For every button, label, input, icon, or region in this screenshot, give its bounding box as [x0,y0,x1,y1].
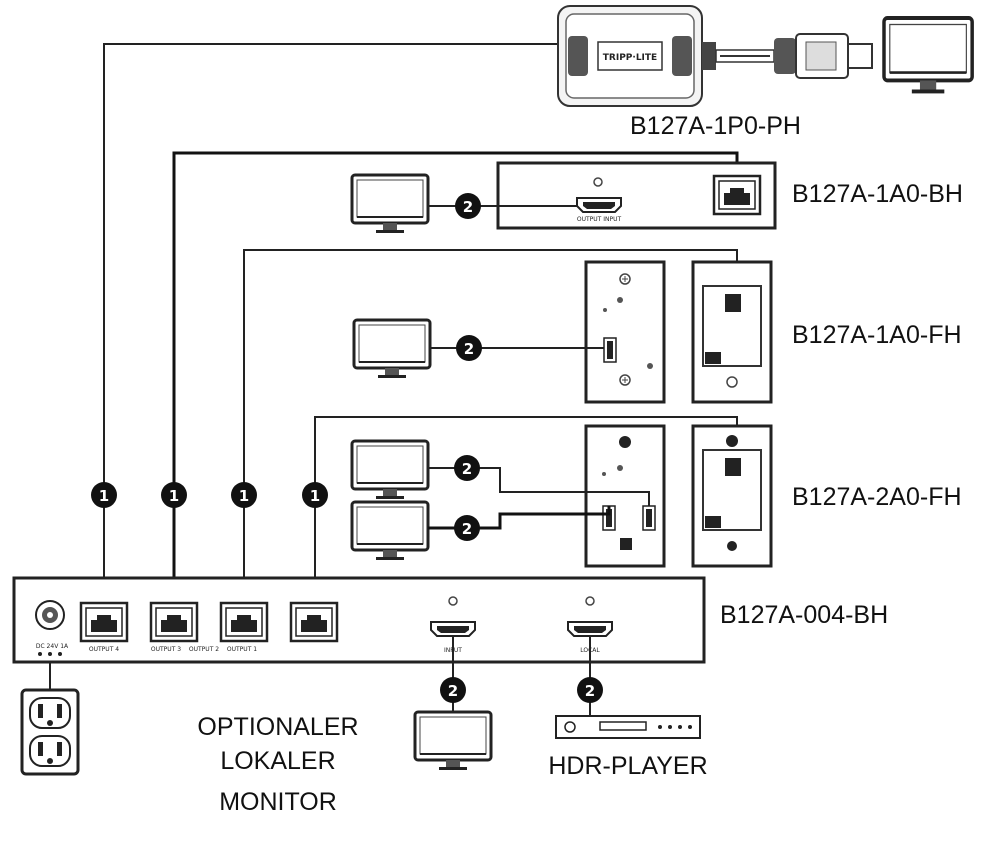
hdr-player-icon [555,715,701,739]
badge-cat-output4: 1 [91,482,117,508]
local-monitor-icon [413,710,493,772]
wall-plate-dual [584,424,773,568]
box-receiver-port-label: OUTPUT INPUT [577,216,622,223]
svg-text:1: 1 [239,487,249,505]
svg-text:2: 2 [585,682,595,700]
badge-cat-output3: 1 [161,482,187,508]
svg-text:1: 1 [310,487,320,505]
svg-text:1: 1 [99,487,109,505]
local-monitor-caption-line2: LOKALER [220,747,335,775]
power-port-label: DC 24V 1A [36,643,69,650]
wall-plate-single [584,260,773,404]
wall-plate-single-monitor-icon [352,318,432,380]
output-2-label: OUTPUT 2 [189,646,219,653]
svg-text:1: 1 [169,487,179,505]
box-receiver: OUTPUT INPUT [496,161,777,230]
power-outlet-icon [20,688,80,776]
pocket-receiver-logo: TRIPP·LITE [603,53,657,63]
local-monitor-caption-line3: MONITOR [219,788,337,816]
transmitter-label: B127A-004-BH [720,601,888,629]
output-3-label: OUTPUT 3 [151,646,181,653]
badge-hdmi-wall-plate-dual-bottom: 2 [454,515,480,541]
svg-text:2: 2 [464,340,474,358]
badge-hdmi-local-monitor: 2 [440,677,466,703]
badge-cat-output1: 1 [302,482,328,508]
box-receiver-label: B127A-1A0-BH [792,180,963,208]
badge-cat-output2: 1 [231,482,257,508]
pocket-receiver-label: B127A-1P0-PH [630,112,801,140]
svg-text:2: 2 [463,198,473,216]
wall-plate-dual-monitor-bottom-icon [350,500,430,562]
svg-text:2: 2 [448,682,458,700]
local-monitor-caption-line1: OPTIONALER [197,713,358,741]
svg-text:2: 2 [462,520,472,538]
pocket-receiver-monitor-icon [882,16,975,96]
box-receiver-monitor-icon [350,173,430,235]
hdr-player-caption: HDR-PLAYER [548,752,707,780]
wall-plate-dual-monitor-top-icon [350,439,430,501]
badge-hdmi-wall-plate-single: 2 [456,335,482,361]
badge-hdmi-hdr-player: 2 [577,677,603,703]
transmitter: DC 24V 1A OUTPUT 4 OUTPUT 3 OUTPUT 2 OUT… [12,576,706,664]
badge-hdmi-wall-plate-dual-top: 2 [454,455,480,481]
output-4-label: OUTPUT 4 [89,646,119,653]
wall-plate-single-label: B127A-1A0-FH [792,321,962,349]
wall-plate-dual-label: B127A-2A0-FH [792,483,962,511]
svg-text:2: 2 [462,460,472,478]
output-1-label: OUTPUT 1 [227,646,257,653]
badge-hdmi-box-receiver: 2 [455,193,481,219]
pocket-receiver: TRIPP·LITE [557,5,873,107]
